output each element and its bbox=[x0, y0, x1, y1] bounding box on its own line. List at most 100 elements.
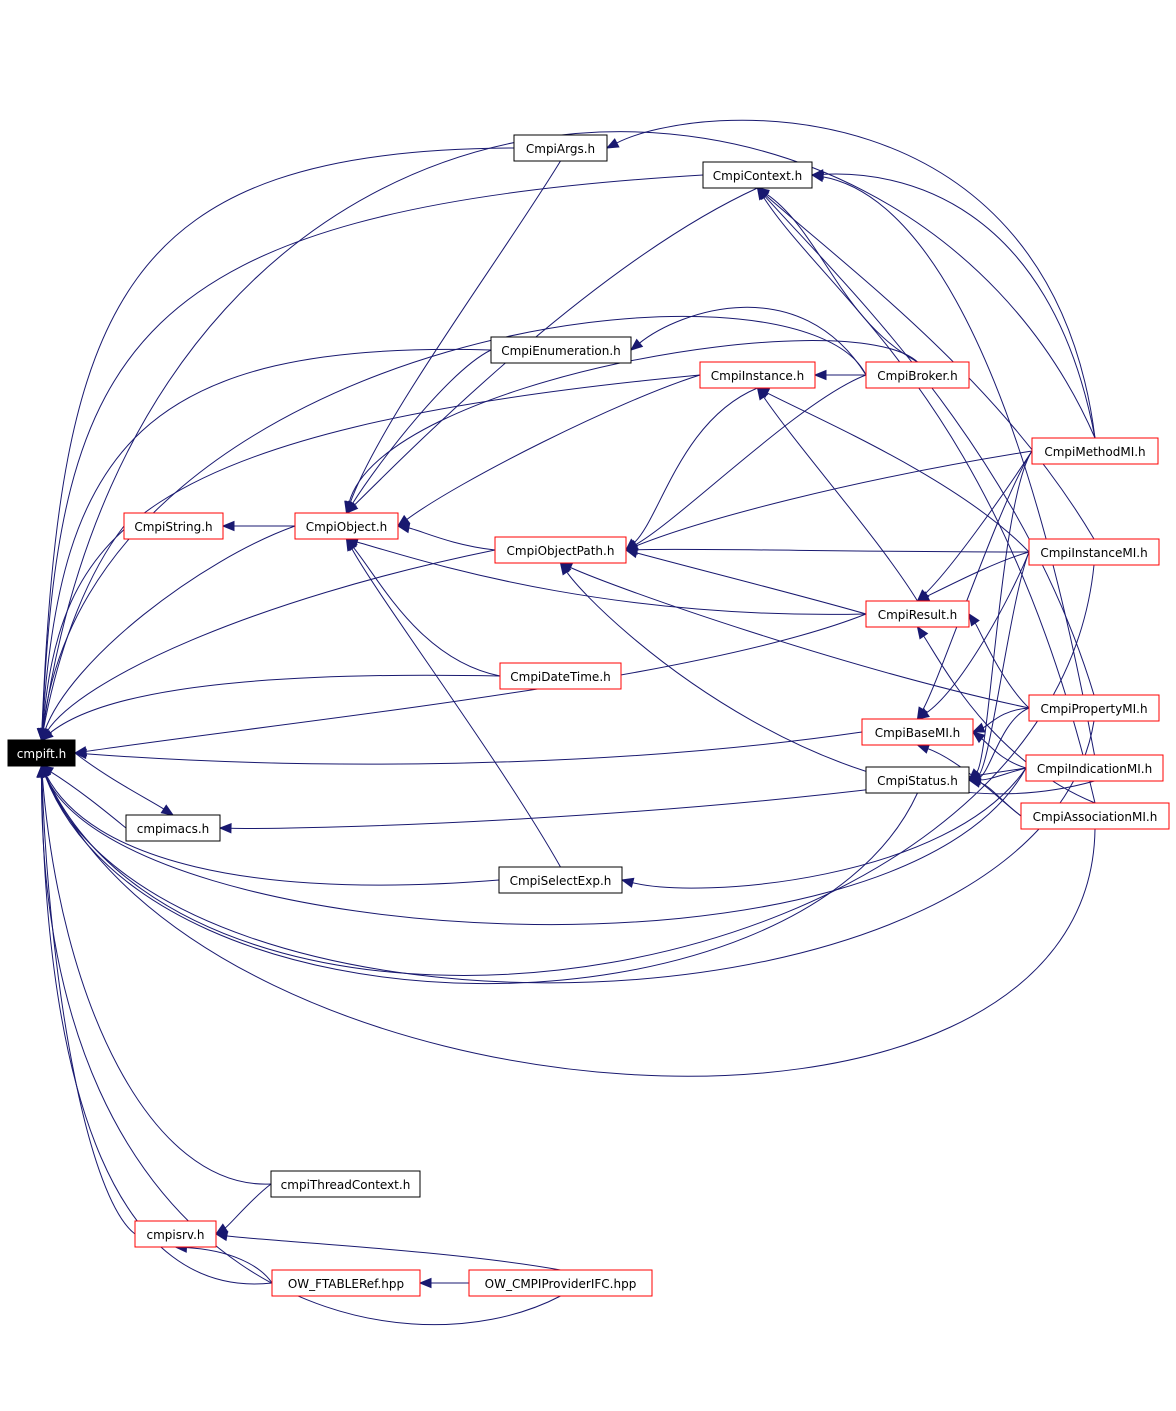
node-cmpimethodmi[interactable]: CmpiMethodMI.h bbox=[1031, 437, 1159, 465]
edge-cmpiselectexp-to-cmpift bbox=[45, 774, 500, 886]
edge-cmpimethodmi-to-cmpiresult bbox=[924, 450, 1033, 595]
arrowhead-cmpipropertymi-to-cmpiresult bbox=[968, 612, 980, 627]
node-box bbox=[865, 361, 970, 389]
node-label: cmpisrv.h bbox=[146, 1228, 204, 1242]
node-cmpicontext: CmpiContext.h bbox=[702, 161, 813, 189]
edge-cmpimethodmi-to-cmpift bbox=[42, 131, 1096, 731]
arrowhead-cmpiassociationmi-to-cmpicontext bbox=[756, 186, 769, 201]
edge-cmpiindicationmi-to-cmpift bbox=[44, 767, 1027, 926]
edge-cmpimacs-to-cmpift bbox=[49, 770, 127, 829]
node-box bbox=[702, 161, 813, 189]
edge-cmpipropertymi-to-cmpibasemi bbox=[982, 707, 1030, 729]
node-cmpimacs: cmpimacs.h bbox=[125, 814, 221, 842]
edge-cmpistring-to-cmpift bbox=[42, 525, 125, 731]
edge-cmpiinstance-to-cmpift bbox=[41, 374, 701, 731]
edge-ow_ftableref-to-cmpift bbox=[41, 775, 273, 1285]
edge-cmpiassociationmi-to-cmpistatus bbox=[978, 781, 1022, 817]
node-cmpipropertymi[interactable]: CmpiPropertyMI.h bbox=[1028, 694, 1160, 722]
node-cmpiindicationmi[interactable]: CmpiIndicationMI.h bbox=[1025, 754, 1164, 782]
arrowhead-cmpibroker-to-cmpienumeration bbox=[629, 338, 644, 351]
edge-cmpidatetime-to-cmpift bbox=[48, 674, 501, 735]
node-cmpiinstancemi[interactable]: CmpiInstanceMI.h bbox=[1028, 538, 1160, 566]
edge-cmpimethodmi-to-cmpicontext bbox=[821, 173, 1096, 439]
edge-cmpiindicationmi-to-cmpiselectexp bbox=[631, 767, 1027, 889]
edge-cmpipropertymi-to-cmpiobjectpath bbox=[569, 566, 1030, 709]
node-box bbox=[865, 600, 970, 628]
node-box bbox=[513, 134, 608, 162]
node-cmpiassociationmi[interactable]: CmpiAssociationMI.h bbox=[1020, 802, 1170, 830]
arrowhead-cmpibroker-to-cmpiinstance bbox=[813, 369, 827, 381]
node-cmpift: cmpift.h bbox=[7, 739, 76, 767]
node-cmpiobjectpath[interactable]: CmpiObjectPath.h bbox=[494, 536, 627, 564]
edge-cmpicontext-to-cmpift bbox=[41, 174, 704, 731]
edge-cmpienumeration-to-cmpiobject bbox=[351, 349, 492, 505]
node-label: CmpiAssociationMI.h bbox=[1033, 810, 1158, 824]
edge-cmpiresult-to-cmpiobject bbox=[355, 541, 867, 615]
node-box bbox=[270, 1170, 421, 1198]
edge-cmpiindicationmi-to-cmpiobjectpath bbox=[565, 570, 1095, 795]
node-box bbox=[498, 866, 623, 894]
node-label: CmpiBaseMI.h bbox=[875, 726, 961, 740]
arrowhead-cmpiassociationmi-to-cmpibasemi bbox=[916, 743, 931, 754]
edge-cmpidatetime-to-cmpiobject bbox=[352, 546, 501, 677]
edge-cmpiselectexp-to-cmpiobject bbox=[350, 547, 561, 868]
edge-cmpiresult-to-cmpift bbox=[84, 613, 867, 753]
edge-cmpienumeration-to-cmpift bbox=[41, 348, 492, 731]
edge-cmpibroker-to-cmpift bbox=[42, 315, 867, 731]
arrowhead-cmpiresult-to-cmpiobjectpath bbox=[624, 547, 639, 559]
node-cmpienumeration: CmpiEnumeration.h bbox=[490, 336, 632, 364]
node-box bbox=[1025, 754, 1164, 782]
arrowhead-ow_cmpiproviderifc-to-cmpisrv bbox=[214, 1230, 229, 1242]
node-cmpiinstance[interactable]: CmpiInstance.h bbox=[699, 361, 816, 389]
node-label: cmpiThreadContext.h bbox=[281, 1178, 411, 1192]
node-cmpiresult[interactable]: CmpiResult.h bbox=[865, 600, 970, 628]
node-box bbox=[468, 1269, 653, 1297]
node-cmpidatetime[interactable]: CmpiDateTime.h bbox=[499, 662, 622, 690]
node-cmpisrv[interactable]: cmpisrv.h bbox=[134, 1220, 217, 1248]
node-cmpibasemi[interactable]: CmpiBaseMI.h bbox=[861, 718, 974, 746]
node-cmpiargs: CmpiArgs.h bbox=[513, 134, 608, 162]
arrowhead-cmpibasemi-to-cmpift bbox=[73, 748, 87, 760]
node-box bbox=[1020, 802, 1170, 830]
node-cmpibroker[interactable]: CmpiBroker.h bbox=[865, 361, 970, 389]
node-cmpistring[interactable]: CmpiString.h bbox=[123, 512, 224, 540]
edge-cmpiassociationmi-to-cmpiresult bbox=[922, 634, 1096, 804]
node-label: CmpiInstance.h bbox=[711, 369, 804, 383]
edge-cmpiinstancemi-to-cmpiobjectpath bbox=[635, 548, 1030, 553]
edge-cmpiresult-to-cmpiinstance bbox=[762, 395, 918, 602]
edge-cmpiinstancemi-to-cmpiresult bbox=[926, 551, 1030, 598]
edge-cmpiinstancemi-to-cmpift bbox=[45, 564, 1095, 976]
edge-cmpiresult-to-cmpiobjectpath bbox=[635, 552, 867, 615]
edge-cmpimethodmi-to-cmpiobjectpath bbox=[635, 450, 1033, 547]
node-label: CmpiBroker.h bbox=[877, 369, 957, 383]
edge-cmpiindicationmi-to-cmpistatus bbox=[978, 767, 1027, 781]
arrowhead-cmpiassociationmi-to-cmpiresult bbox=[916, 625, 929, 640]
node-cmpiselectexp: CmpiSelectExp.h bbox=[498, 866, 623, 894]
edge-cmpimethodmi-to-cmpibasemi bbox=[922, 450, 1033, 711]
node-label: CmpiPropertyMI.h bbox=[1040, 702, 1147, 716]
node-box bbox=[499, 662, 622, 690]
node-box bbox=[865, 766, 970, 794]
node-box bbox=[1031, 437, 1159, 465]
edge-cmpiassociationmi-to-cmpift bbox=[45, 774, 1096, 1077]
node-label: CmpiObjectPath.h bbox=[507, 544, 615, 558]
edge-cmpift-to-cmpimacs bbox=[74, 752, 165, 810]
edge-cmpiinstancemi-to-cmpicontext bbox=[764, 194, 1095, 540]
edge-cmpiinstance-to-cmpiobject bbox=[405, 374, 701, 521]
node-cmpithreadcontext: cmpiThreadContext.h bbox=[270, 1170, 421, 1198]
arrowhead-cmpiindicationmi-to-cmpibasemi bbox=[971, 731, 986, 744]
arrowhead-cmpimethodmi-to-cmpiargs bbox=[605, 138, 620, 149]
edge-cmpiargs-to-cmpift bbox=[41, 147, 515, 731]
arrowhead-cmpift-to-cmpimacs bbox=[160, 804, 175, 816]
node-ow-cmpiproviderifc[interactable]: OW_CMPIProviderIFC.hpp bbox=[468, 1269, 653, 1297]
node-box bbox=[861, 718, 974, 746]
edge-cmpiinstancemi-to-cmpiinstance bbox=[766, 392, 1030, 553]
arrowhead-cmpiinstancemi-to-cmpibasemi bbox=[916, 708, 930, 720]
node-ow-ftableref[interactable]: OW_FTABLERef.hpp bbox=[271, 1269, 421, 1297]
node-cmpiobject[interactable]: CmpiObject.h bbox=[294, 512, 399, 540]
edge-ow_ftableref-to-cmpisrv bbox=[185, 1247, 273, 1284]
node-label: cmpimacs.h bbox=[137, 822, 210, 836]
arrowhead-cmpidatetime-to-cmpift bbox=[40, 728, 54, 741]
edge-cmpiinstancemi-to-cmpistatus bbox=[977, 551, 1030, 777]
